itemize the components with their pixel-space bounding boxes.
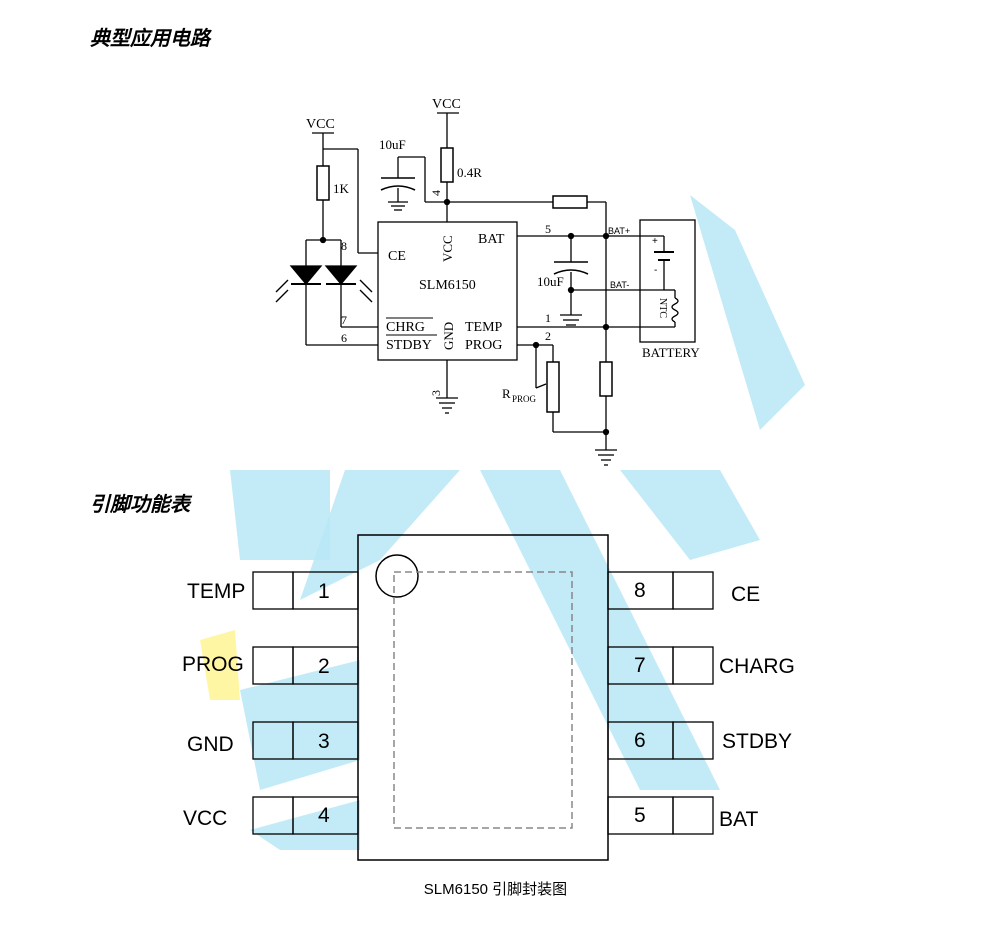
vcc-top-label: VCC bbox=[432, 97, 461, 112]
right-pin-5-num: 5 bbox=[634, 804, 646, 827]
left-pin-3: GND 3 bbox=[187, 721, 359, 760]
right-pin-5: 5 BAT bbox=[607, 796, 758, 835]
pin-num-8: 8 bbox=[341, 239, 347, 253]
watermark-stroke-6 bbox=[240, 660, 360, 790]
left-pin-4: VCC 4 bbox=[183, 796, 359, 835]
r-sense-label: 0.4R bbox=[457, 165, 482, 180]
exposed-pad bbox=[393, 571, 573, 829]
c-bat-label: 10uF bbox=[537, 274, 564, 289]
r-led-label: 1K bbox=[333, 181, 350, 196]
svg-text:+: + bbox=[652, 236, 658, 247]
r-led-resistor bbox=[316, 165, 330, 201]
bat-plus-label: BAT+ bbox=[608, 226, 630, 236]
bat-minus-label: BAT- bbox=[610, 280, 629, 290]
led-1 bbox=[289, 265, 323, 286]
right-pin-5-name: BAT bbox=[719, 808, 758, 831]
pin-num-3: 3 bbox=[429, 390, 443, 396]
right-pin-6: 6 STDBY bbox=[607, 721, 792, 760]
c-in-label: 10uF bbox=[379, 137, 406, 152]
r-prog-resistor bbox=[546, 361, 560, 413]
left-pin-1-num: 1 bbox=[318, 580, 330, 603]
pin-num-4: 4 bbox=[429, 190, 443, 196]
left-pin-1: TEMP 1 bbox=[187, 571, 359, 610]
watermark-stroke-7 bbox=[250, 800, 360, 850]
watermark-stroke-4 bbox=[480, 470, 720, 790]
pin-package: TEMP 1 PROG 2 GND 3 VCC 4 8 CE bbox=[182, 534, 795, 861]
chip-pin-gnd: GND bbox=[441, 322, 456, 350]
right-pin-8-name: CE bbox=[731, 583, 760, 606]
chip-pin-prog: PROG bbox=[465, 338, 502, 353]
pinout-heading: 引脚功能表 bbox=[90, 492, 190, 516]
pin-num-6: 6 bbox=[341, 331, 347, 345]
chip-pin-ce: CE bbox=[388, 249, 406, 264]
r-prog-label-main: R bbox=[502, 386, 511, 401]
chip-pin-stdby: STDBY bbox=[386, 338, 432, 353]
chip-pin-vcc: VCC bbox=[440, 235, 455, 262]
chip-pin-bat: BAT bbox=[478, 232, 505, 247]
pin-num-1: 1 bbox=[545, 311, 551, 325]
package-caption: SLM6150 引脚封装图 bbox=[423, 881, 568, 898]
battery-pack bbox=[639, 219, 696, 343]
left-pin-3-name: GND bbox=[187, 733, 234, 756]
pin1-marker bbox=[375, 554, 419, 598]
package-body bbox=[357, 534, 609, 861]
r-prog-label-sub: PROG bbox=[512, 394, 537, 404]
right-pin-7-name: CHARG bbox=[719, 655, 795, 678]
watermark-stroke-5 bbox=[620, 470, 760, 560]
left-pin-3-num: 3 bbox=[318, 730, 330, 753]
left-pin-2: PROG 2 bbox=[182, 646, 359, 685]
r-sense-resistor bbox=[440, 147, 454, 183]
watermark-stroke-1 bbox=[690, 195, 805, 430]
chip-pin-chrg: CHRG bbox=[386, 320, 425, 335]
pin-num-2: 2 bbox=[545, 329, 551, 343]
ntc-label: NTC bbox=[657, 298, 668, 318]
right-pin-8-num: 8 bbox=[634, 579, 646, 602]
right-pin-7-num: 7 bbox=[634, 654, 646, 677]
r-temp-resistor bbox=[599, 361, 613, 397]
r-top-resistor bbox=[552, 195, 588, 209]
left-pin-4-num: 4 bbox=[318, 804, 330, 827]
watermark-stroke-3 bbox=[230, 470, 330, 560]
svg-text:-: - bbox=[654, 265, 657, 276]
circuit-heading: 典型应用电路 bbox=[90, 26, 210, 50]
watermark-stroke-8 bbox=[200, 630, 240, 700]
left-pin-2-num: 2 bbox=[318, 655, 330, 678]
application-circuit: VCC 1K 8 7 6 10uF bbox=[275, 97, 700, 466]
left-pin-4-name: VCC bbox=[183, 807, 227, 830]
led-2 bbox=[324, 265, 358, 286]
vcc-left-label: VCC bbox=[306, 117, 335, 132]
chip-name: SLM6150 bbox=[419, 278, 476, 293]
pin-num-5: 5 bbox=[545, 222, 551, 236]
right-pin-8: 8 CE bbox=[607, 571, 760, 610]
battery-label: BATTERY bbox=[642, 345, 700, 360]
pin-num-7: 7 bbox=[341, 313, 347, 327]
right-pin-6-name: STDBY bbox=[722, 730, 792, 753]
left-pin-2-name: PROG bbox=[182, 653, 244, 676]
right-pin-7: 7 CHARG bbox=[607, 646, 795, 685]
chip-pin-temp: TEMP bbox=[465, 320, 503, 335]
right-pin-6-num: 6 bbox=[634, 729, 646, 752]
left-pin-1-name: TEMP bbox=[187, 580, 245, 603]
